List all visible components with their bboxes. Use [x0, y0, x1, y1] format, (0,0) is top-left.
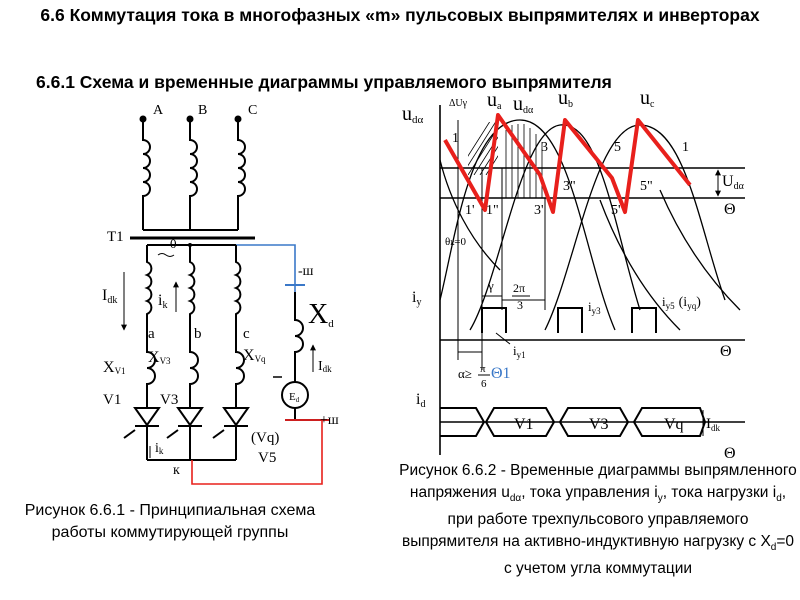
control-pulses [481, 307, 657, 333]
phase-label-b: B [198, 103, 207, 118]
theta1-label: Θ1 [491, 365, 511, 382]
conduction-v3: V3 [589, 416, 609, 433]
ik-bottom-label: ik [155, 441, 164, 456]
secondary-windings [144, 244, 242, 340]
ud-level-label: Udα [722, 173, 745, 192]
point-5p: 5' [611, 203, 621, 218]
uc-label: uc [640, 87, 655, 110]
slide-title: 6.6 Коммутация тока в многофазных «m» пу… [40, 5, 760, 25]
rectified-voltage-curve [443, 113, 692, 214]
leg-label-c: c [243, 326, 250, 342]
idk-label: Idk [102, 287, 117, 306]
ud-axis-label: udα [402, 103, 424, 126]
delta-u-label: ΔUγ [449, 98, 468, 109]
point-5: 5 [614, 140, 621, 155]
iy3-label: iy3 [588, 299, 601, 316]
node-k-label: к [173, 463, 180, 478]
transformer-label: T1 [107, 229, 124, 245]
point-3dd: 3" [563, 179, 576, 194]
theta-axis-1: Θ [724, 201, 736, 218]
idk-level-label: Idk [706, 416, 721, 433]
conduction-vq: Vq [664, 416, 684, 433]
load-inductor [294, 292, 304, 372]
xv1-label: XV1 [103, 359, 126, 376]
iy5-label: iy5(iyq) [662, 294, 701, 311]
point-3: 3 [541, 140, 548, 155]
point-1p: 1' [465, 203, 475, 218]
load-idk-label: Idk [318, 359, 332, 374]
v5-label: V5 [258, 450, 276, 466]
gamma-label: γ [487, 278, 494, 293]
vq-label: (Vq) [251, 430, 279, 446]
iy1-label: iy1 [513, 343, 526, 360]
commutation-current-marker [157, 253, 175, 257]
pi-num: π [480, 363, 486, 375]
point-3p: 3' [534, 203, 544, 218]
iy-axis-label: iy [412, 289, 421, 308]
neutral-label: 0 [170, 236, 177, 251]
phase-label-a: A [153, 103, 164, 118]
conduction-v1: V1 [514, 416, 534, 433]
ud-area-hatch [505, 124, 543, 198]
ua-label: ua [487, 89, 502, 112]
udalpha-curve-label: udα [513, 93, 534, 116]
v3-label: V3 [160, 392, 178, 408]
alpha-label: α≥ [458, 366, 472, 381]
slide-subtitle: 6.6.1 Схема и временные диаграммы управл… [36, 72, 612, 92]
figure1-caption: Рисунок 6.6.1 - Принципиальная схема раб… [24, 502, 316, 541]
ik-label: ik [158, 292, 167, 311]
ub-label: ub [558, 87, 573, 110]
leg-label-b: b [194, 326, 202, 342]
leg-label-a: a [148, 326, 155, 342]
thyristors [123, 398, 250, 460]
voltage-axes [439, 105, 745, 455]
theta-axis-2: Θ [720, 343, 732, 360]
two-pi-num: 2π [513, 281, 525, 295]
two-pi-den: 3 [517, 298, 523, 312]
point-1: 1 [452, 131, 459, 146]
point-1-right: 1 [682, 140, 689, 155]
v1-label: V1 [103, 392, 121, 408]
theta-zero-label: θₖ=0 [445, 236, 466, 248]
figure2-caption: Рисунок 6.6.2 - Временные диаграммы выпр… [399, 462, 797, 578]
load-current-bands [440, 407, 707, 437]
id-axis-label: id [416, 391, 425, 410]
xd-label: Xd [308, 299, 334, 330]
minus-terminal-label: -ш [298, 264, 314, 279]
load-positive-wire [191, 420, 323, 485]
phase-label-c: C [248, 103, 257, 118]
theta-axis-3: Θ [724, 445, 736, 462]
commutation-reactances [146, 340, 245, 398]
point-5dd: 5" [640, 179, 653, 194]
phase-voltage-curves [439, 119, 741, 331]
xvq-label: XVq [243, 347, 266, 364]
pi-den: 6 [481, 378, 487, 390]
plus-terminal-label: +ш [320, 413, 339, 428]
primary-windings [142, 119, 246, 231]
point-1pp: 1" [486, 203, 499, 218]
ed-label: Ed [289, 391, 300, 404]
